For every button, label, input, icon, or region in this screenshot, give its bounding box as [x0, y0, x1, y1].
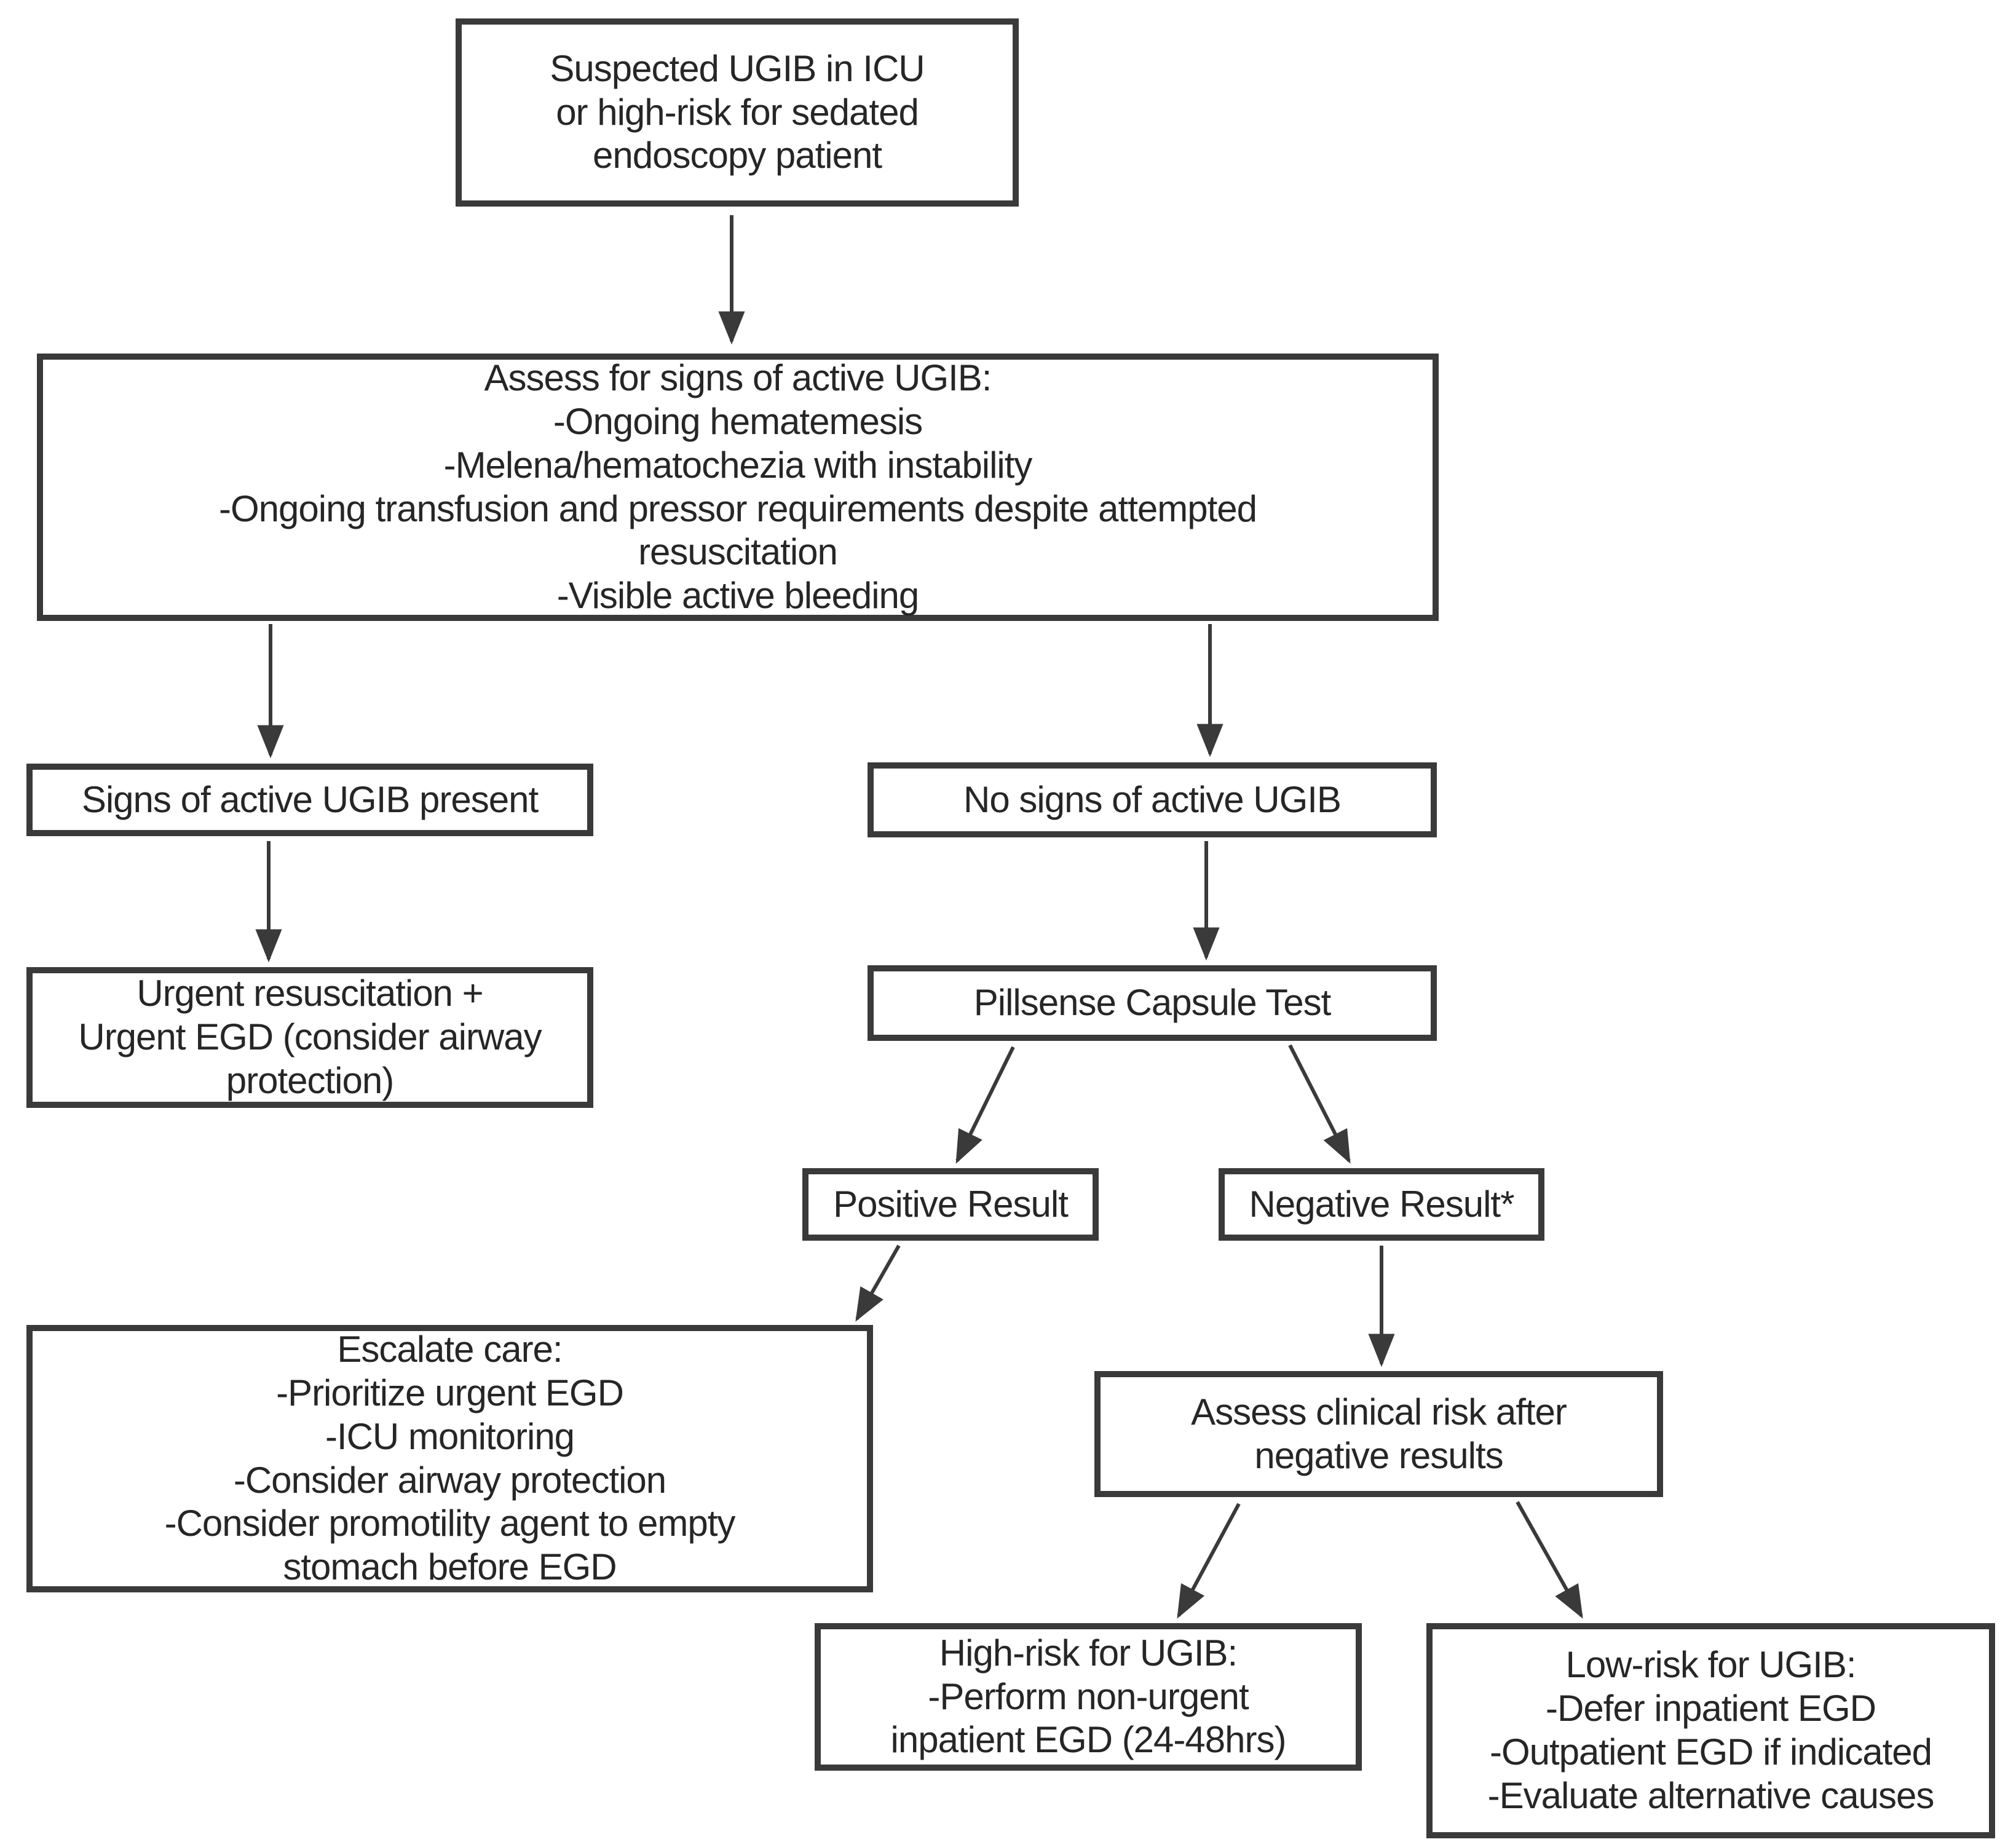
- node-line: resuscitation: [638, 531, 838, 573]
- node-line: Escalate care:: [337, 1329, 563, 1370]
- node-line: protection): [226, 1059, 394, 1101]
- node-line: inpatient EGD (24-48hrs): [890, 1719, 1287, 1761]
- node-line: -Prioritize urgent EGD: [276, 1372, 624, 1413]
- node-urgent-resuscitation: Urgent resuscitation +Urgent EGD (consid…: [26, 967, 593, 1108]
- node-line: -Visible active bleeding: [556, 575, 920, 617]
- node-no-signs: No signs of active UGIB: [868, 762, 1437, 837]
- node-line: or high-risk for sedated: [556, 91, 919, 133]
- node-low-risk-ugib: Low-risk for UGIB:-Defer inpatient EGD-O…: [1426, 1623, 1995, 1838]
- node-escalate-care: Escalate care:-Prioritize urgent EGD-ICU…: [26, 1325, 873, 1592]
- node-positive-result: Positive Result: [802, 1168, 1099, 1241]
- node-line: -Outpatient EGD if indicated: [1489, 1731, 1932, 1773]
- node-line: stomach before EGD: [283, 1546, 617, 1588]
- node-line: Signs of active UGIB present: [81, 778, 539, 820]
- arrow-pillsense-to-positive: [955, 1046, 1015, 1164]
- node-line: No signs of active UGIB: [963, 778, 1342, 820]
- node-line: Assess for signs of active UGIB:: [484, 357, 992, 399]
- arrow-risk-to-low-risk: [1516, 1501, 1583, 1619]
- node-line: -Ongoing transfusion and pressor require…: [219, 488, 1257, 529]
- node-line: Suspected UGIB in ICU: [550, 47, 925, 89]
- arrow-positive-to-escalate: [855, 1244, 901, 1322]
- node-line: -Consider promotility agent to empty: [164, 1503, 736, 1544]
- node-negative-result: Negative Result*: [1219, 1168, 1544, 1241]
- node-line: Low-risk for UGIB:: [1565, 1644, 1856, 1686]
- node-line: -ICU monitoring: [325, 1415, 575, 1457]
- node-line: Urgent EGD (consider airway: [78, 1016, 542, 1058]
- node-line: -Melena/hematochezia with instability: [443, 444, 1033, 486]
- arrow-risk-to-high-risk: [1177, 1503, 1241, 1619]
- node-line: -Defer inpatient EGD: [1546, 1688, 1876, 1729]
- node-line: Negative Result*: [1249, 1183, 1515, 1225]
- node-line: Urgent resuscitation +: [136, 973, 483, 1014]
- node-pillsense-capsule-test: Pillsense Capsule Test: [868, 965, 1437, 1041]
- node-line: Pillsense Capsule Test: [973, 982, 1332, 1024]
- node-line: negative results: [1254, 1434, 1503, 1476]
- node-line: -Perform non-urgent: [928, 1675, 1249, 1717]
- node-signs-present: Signs of active UGIB present: [26, 764, 593, 836]
- node-line: Positive Result: [833, 1183, 1069, 1225]
- node-line: -Ongoing hematemesis: [553, 400, 923, 442]
- node-line: endoscopy patient: [592, 135, 882, 176]
- node-line: High-risk for UGIB:: [939, 1632, 1238, 1674]
- node-assess-active-ugib: Assess for signs of active UGIB:-Ongoing…: [37, 354, 1439, 621]
- node-line: Assess clinical risk after: [1191, 1391, 1567, 1433]
- node-line: -Evaluate alternative causes: [1487, 1774, 1935, 1816]
- arrow-pillsense-to-negative: [1288, 1044, 1351, 1164]
- node-line: -Consider airway protection: [233, 1459, 666, 1501]
